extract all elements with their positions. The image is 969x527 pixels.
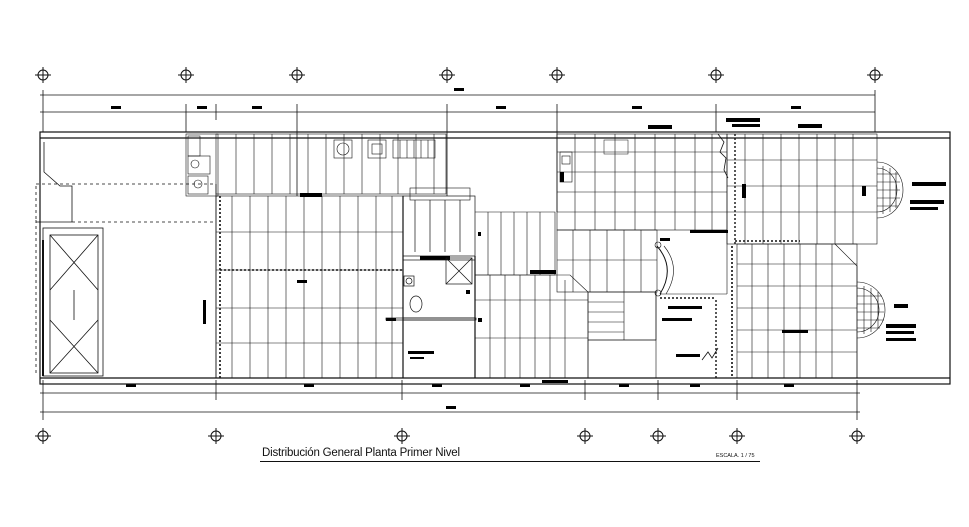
- floor-planks-right-lower: [731, 243, 858, 379]
- dimension-lines-bottom: [40, 380, 860, 420]
- floor-planks-left: [215, 195, 404, 379]
- grid-marker-icon: [178, 67, 194, 83]
- building-outline: [39, 131, 951, 385]
- structural-lines: [215, 132, 558, 378]
- grid-marker-icon: [208, 428, 224, 444]
- grid-marker-icon: [729, 428, 745, 444]
- dome-top-icon: [876, 161, 946, 219]
- dimension-lines-top: [40, 90, 876, 132]
- central-rooms: [385, 195, 477, 379]
- floor-planks-right-upper: [556, 125, 728, 233]
- grid-markers-bottom: [35, 428, 865, 444]
- grid-markers-top: [35, 67, 883, 83]
- floor-planks-middle: [474, 211, 589, 383]
- grid-marker-icon: [35, 428, 51, 444]
- grid-marker-icon: [394, 428, 410, 444]
- left-patio: [35, 142, 216, 377]
- drawing-title: Distribución General Planta Primer Nivel: [262, 447, 460, 459]
- grid-marker-icon: [549, 67, 565, 83]
- title-underline: [260, 461, 760, 462]
- grid-marker-icon: [35, 67, 51, 83]
- grid-marker-icon: [439, 67, 455, 83]
- grid-marker-icon: [849, 428, 865, 444]
- kitchen-band: [185, 133, 471, 201]
- floor-planks-right-far: [726, 118, 878, 245]
- drawing-scale: ESCALA. 1 / 75: [716, 453, 755, 459]
- dome-bottom-icon: [856, 281, 916, 341]
- grid-marker-icon: [577, 428, 593, 444]
- stairs-area: [556, 133, 729, 378]
- dimension-labels: [111, 88, 801, 409]
- grid-marker-icon: [289, 67, 305, 83]
- grid-marker-icon: [708, 67, 724, 83]
- grid-marker-icon: [650, 428, 666, 444]
- grid-marker-icon: [867, 67, 883, 83]
